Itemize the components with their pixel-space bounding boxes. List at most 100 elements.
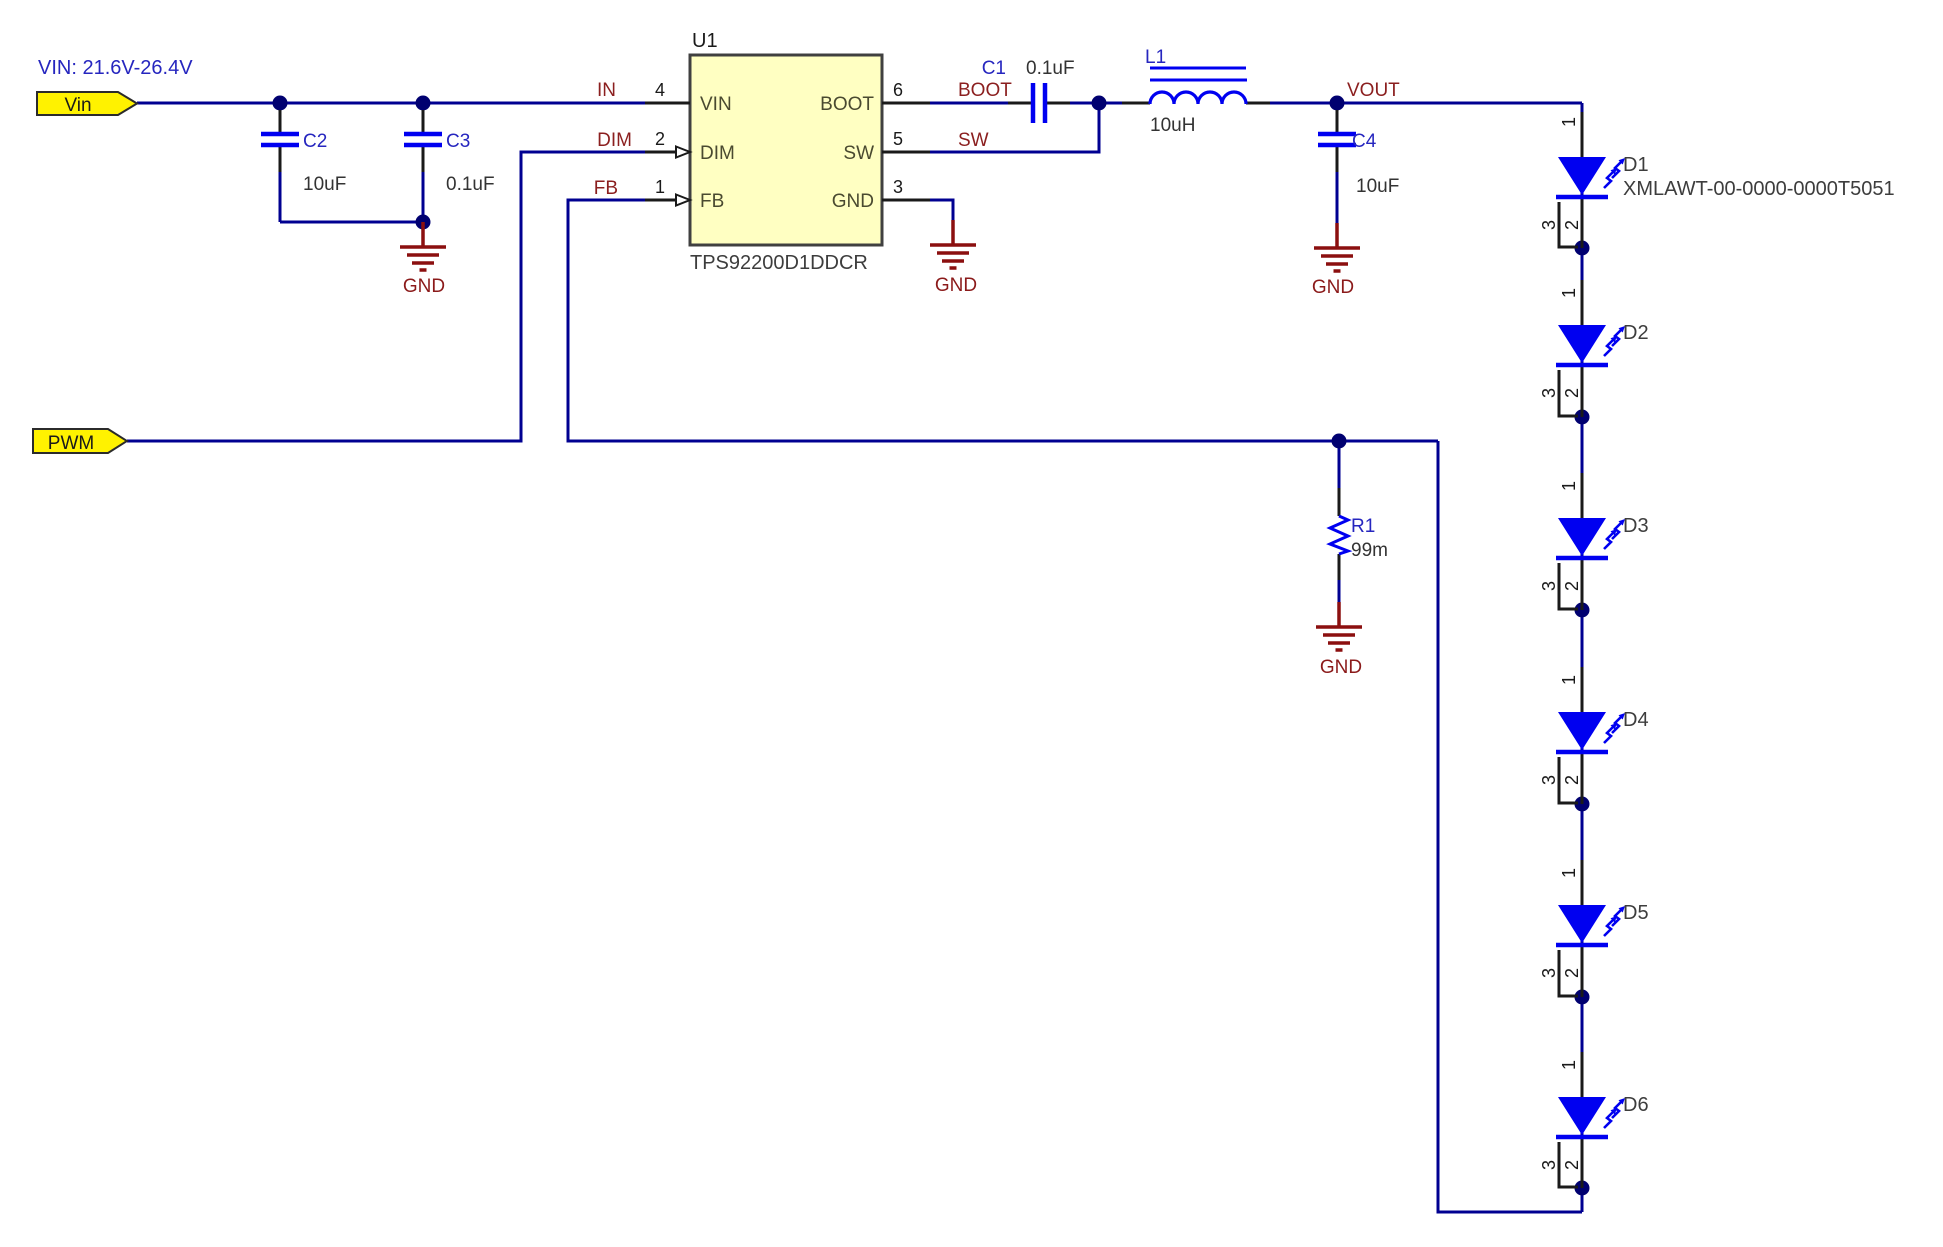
pin-name-gnd: GND: [832, 191, 874, 212]
led-triangle-icon: [1558, 1097, 1606, 1135]
d4-designator: D4: [1623, 709, 1649, 731]
d5-designator: D5: [1623, 902, 1649, 924]
resistor-r1[interactable]: R1 99m: [1326, 488, 1388, 580]
gnd-label: GND: [935, 275, 977, 296]
junction-dot: [1091, 95, 1107, 111]
l1-designator: L1: [1145, 47, 1166, 68]
input-arrow-icon: [675, 145, 693, 159]
led-d5[interactable]: 1 3 2 D5: [1539, 860, 1649, 998]
gnd-label: GND: [403, 276, 445, 297]
c3-value: 0.1uF: [446, 174, 495, 195]
capacitor-c1[interactable]: C1 0.1uF: [982, 58, 1075, 123]
wire-fb: [566, 198, 1438, 443]
led-d6[interactable]: 1 3 2 D6: [1539, 1052, 1649, 1189]
ic-part-number: TPS92200D1DDCR: [690, 252, 868, 274]
led-pin-anode: 1: [1559, 1060, 1579, 1070]
pin-name-dim: DIM: [700, 143, 735, 164]
pin-number: 5: [893, 129, 903, 149]
led-pin-pad: 3: [1539, 388, 1559, 398]
led-pin-pad: 3: [1539, 968, 1559, 978]
resistor-zigzag: [1326, 514, 1353, 556]
gnd-symbol-icon[interactable]: [1314, 600, 1364, 652]
junction-dots: [272, 95, 1590, 1196]
led-pin-cathode: 2: [1562, 220, 1582, 230]
capacitor-c4[interactable]: C4 10uF: [1318, 110, 1399, 197]
led-d4[interactable]: 1 3 2 D4: [1539, 667, 1649, 805]
gnd-label: GND: [1320, 657, 1362, 678]
wire-pwm-dim: [127, 150, 645, 443]
net-label-in: IN: [597, 80, 616, 101]
pin-number: 1: [655, 177, 665, 197]
net-label-dim: DIM: [597, 130, 632, 151]
net-label-vout: VOUT: [1347, 80, 1400, 101]
led-d1[interactable]: 1 3 2 D1 XMLAWT-00-0000-0000T5051: [1539, 112, 1895, 249]
junction-dot: [1331, 433, 1347, 449]
led-emission-arrow-icon: [1602, 1106, 1619, 1130]
c4-designator: C4: [1352, 131, 1377, 152]
ic-designator: U1: [692, 30, 718, 52]
c1-designator: C1: [982, 58, 1006, 79]
led-triangle-icon: [1558, 157, 1606, 195]
led-pad-bracket: [1557, 563, 1578, 611]
port-vin[interactable]: Vin: [36, 91, 139, 116]
led-emission-arrow-icon: [1602, 527, 1619, 551]
c2-value: 10uF: [303, 174, 346, 195]
led-emission-arrow-icon: [1602, 166, 1619, 190]
led-pin-anode: 1: [1559, 117, 1579, 127]
pin-number: 4: [655, 80, 665, 100]
wire-led-return: [1436, 441, 1582, 1214]
gnd-symbol-icon[interactable]: [398, 220, 448, 272]
pin-number: 6: [893, 80, 903, 100]
pin-name-sw: SW: [843, 143, 874, 164]
net-labels: IN DIM FB BOOT SW VOUT: [594, 80, 1400, 199]
port-flag-shape: [32, 428, 129, 454]
net-label-sw: SW: [958, 130, 989, 151]
led-pin-anode: 1: [1559, 675, 1579, 685]
led-pad-bracket: [1557, 1142, 1578, 1189]
led-pin-cathode: 2: [1562, 388, 1582, 398]
pin-name-boot: BOOT: [820, 94, 874, 115]
inductor-l1[interactable]: L1 10uH: [1122, 47, 1270, 136]
wire-sw: [930, 103, 1101, 154]
capacitor-c2[interactable]: C2 10uF: [261, 110, 346, 195]
led-emission-arrow-icon: [1602, 721, 1619, 745]
led-emission-arrow-icon: [1602, 914, 1619, 938]
ic-u1[interactable]: U1 TPS92200D1DDCR 4 2 1 6 5 3 VIN DIM FB…: [645, 30, 930, 274]
d2-designator: D2: [1623, 322, 1649, 344]
capacitor-c3[interactable]: C3 0.1uF: [404, 110, 495, 195]
c3-designator: C3: [446, 131, 470, 152]
d1-designator: D1: [1623, 154, 1649, 176]
led-pin-cathode: 2: [1562, 968, 1582, 978]
led-pad-bracket: [1557, 202, 1578, 249]
c1-value: 0.1uF: [1026, 58, 1075, 79]
gnd-symbol-icon[interactable]: [1312, 221, 1362, 273]
led-triangle-icon: [1558, 518, 1606, 556]
pin-name-fb: FB: [700, 191, 724, 212]
inductor-windings: [1148, 90, 1248, 105]
c2-designator: C2: [303, 131, 327, 152]
port-pwm[interactable]: PWM: [32, 428, 129, 454]
vin-range-note: VIN: 21.6V-26.4V: [38, 57, 193, 79]
led-d3[interactable]: 1 3 2 D3: [1539, 473, 1649, 611]
led-pad-bracket: [1557, 950, 1578, 998]
led-pin-pad: 3: [1539, 1160, 1559, 1170]
junction-dot: [415, 95, 431, 111]
pin-number: 2: [655, 129, 665, 149]
port-pwm-label: PWM: [48, 433, 94, 454]
gnd-symbol-icon[interactable]: [928, 218, 978, 270]
junction-dot: [272, 95, 288, 111]
input-arrow-icon: [675, 193, 693, 207]
led-pin-cathode: 2: [1562, 1160, 1582, 1170]
pin-number: 3: [893, 177, 903, 197]
led-d2[interactable]: 1 3 2 D2: [1539, 280, 1649, 418]
r1-designator: R1: [1351, 516, 1375, 537]
led-triangle-icon: [1558, 712, 1606, 750]
d6-designator: D6: [1623, 1094, 1649, 1116]
led-emission-arrow-icon: [1602, 334, 1619, 358]
d3-designator: D3: [1623, 515, 1649, 537]
pin-name-vin: VIN: [700, 94, 732, 115]
led-triangle-icon: [1558, 905, 1606, 943]
wire-ic-gnd: [930, 198, 955, 222]
l1-value: 10uH: [1150, 115, 1195, 136]
